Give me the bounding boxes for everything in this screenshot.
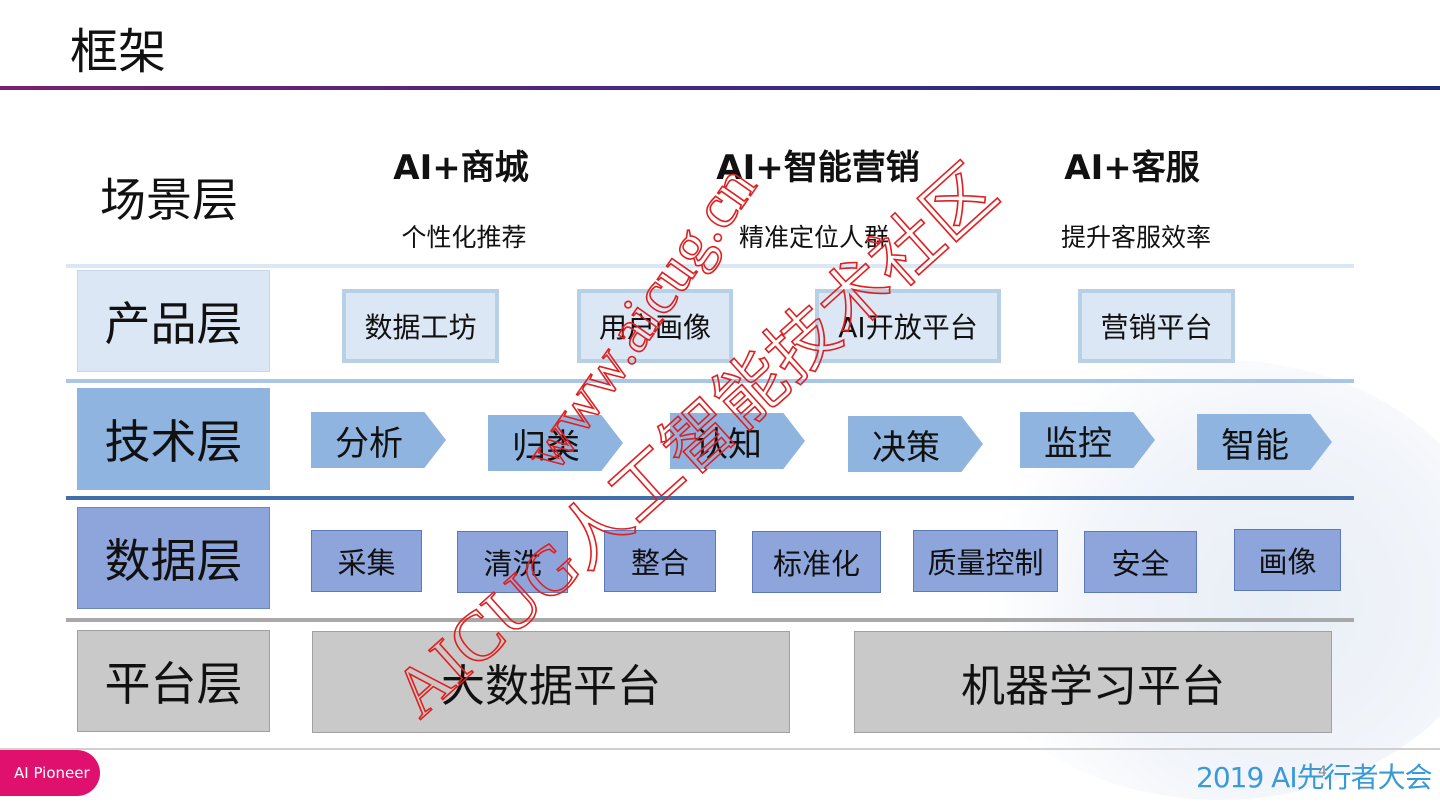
product-layer-label: 产品层 bbox=[77, 270, 270, 372]
tech-step-arrow: 认知 bbox=[670, 413, 805, 469]
tech-layer-label: 技术层 bbox=[77, 388, 270, 490]
divider-data bbox=[66, 618, 1354, 622]
data-step: 质量控制 bbox=[913, 530, 1058, 592]
divider-tech bbox=[66, 496, 1354, 500]
data-step: 清洗 bbox=[457, 531, 568, 593]
scene-item-mall-subtitle: 个性化推荐 bbox=[401, 223, 527, 252]
tech-step-arrow: 归类 bbox=[488, 415, 623, 471]
data-step: 采集 bbox=[311, 530, 422, 592]
data-step: 安全 bbox=[1084, 531, 1197, 593]
product-item: AI开放平台 bbox=[815, 289, 1001, 363]
tech-step-arrow: 监控 bbox=[1020, 412, 1155, 468]
tech-step-arrow: 决策 bbox=[848, 416, 983, 472]
conference-logo: 2019 AI先行者大会 bbox=[1196, 761, 1433, 794]
tech-step-arrow: 智能 bbox=[1197, 414, 1332, 470]
product-item: 数据工坊 bbox=[342, 289, 499, 363]
page-number: 4 bbox=[1318, 764, 1327, 780]
scene-item-service-title: AI+客服 bbox=[1064, 148, 1200, 188]
product-item: 用户画像 bbox=[577, 289, 733, 363]
platform-layer-label: 平台层 bbox=[77, 630, 270, 732]
footer-divider bbox=[0, 748, 1440, 750]
scene-item-marketing-subtitle: 精准定位人群 bbox=[738, 223, 889, 252]
title-underline bbox=[0, 86, 1440, 90]
product-item: 营销平台 bbox=[1078, 289, 1235, 363]
scene-layer-label: 场景层 bbox=[100, 173, 238, 227]
platform-item: 机器学习平台 bbox=[854, 631, 1332, 733]
scene-item-mall-title: AI+商城 bbox=[393, 148, 529, 188]
divider-product bbox=[66, 379, 1354, 383]
tech-step-arrow: 分析 bbox=[311, 412, 446, 468]
page-title: 框架 bbox=[70, 24, 167, 80]
divider-scene bbox=[66, 264, 1354, 268]
data-step: 画像 bbox=[1234, 529, 1341, 591]
data-layer-label: 数据层 bbox=[77, 507, 270, 609]
data-step: 整合 bbox=[604, 530, 716, 592]
platform-item: 大数据平台 bbox=[312, 631, 790, 733]
ai-pioneer-badge: AI Pioneer bbox=[0, 750, 100, 796]
data-step: 标准化 bbox=[752, 531, 881, 593]
scene-item-service-subtitle: 提升客服效率 bbox=[1060, 223, 1211, 252]
scene-item-marketing-title: AI+智能营销 bbox=[716, 148, 920, 188]
